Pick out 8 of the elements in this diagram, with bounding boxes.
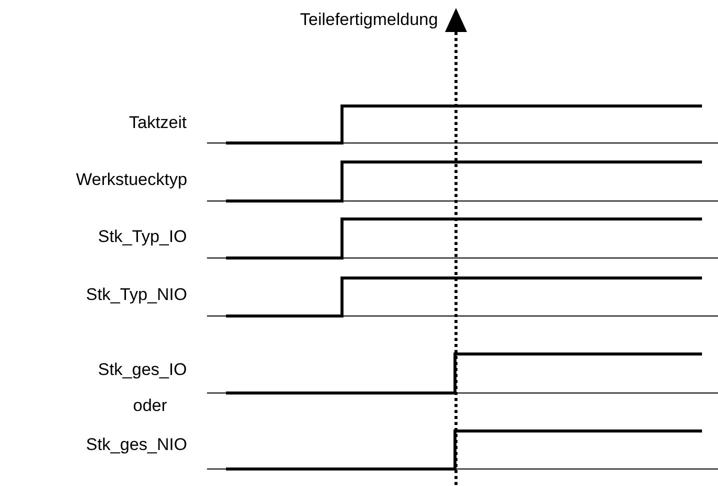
note-text: oder <box>133 396 168 416</box>
signal-name: Werkstuecktyp <box>76 170 188 190</box>
signal-name: Taktzeit <box>129 113 187 133</box>
signal-name: Stk_Typ_IO <box>98 227 187 247</box>
signal-name: Stk_ges_IO <box>98 360 187 380</box>
signal-name: Stk_ges_NIO <box>86 435 188 455</box>
event-label: Teilefertigmeldung <box>300 10 438 30</box>
signal-name: Stk_Typ_NIO <box>86 285 188 305</box>
